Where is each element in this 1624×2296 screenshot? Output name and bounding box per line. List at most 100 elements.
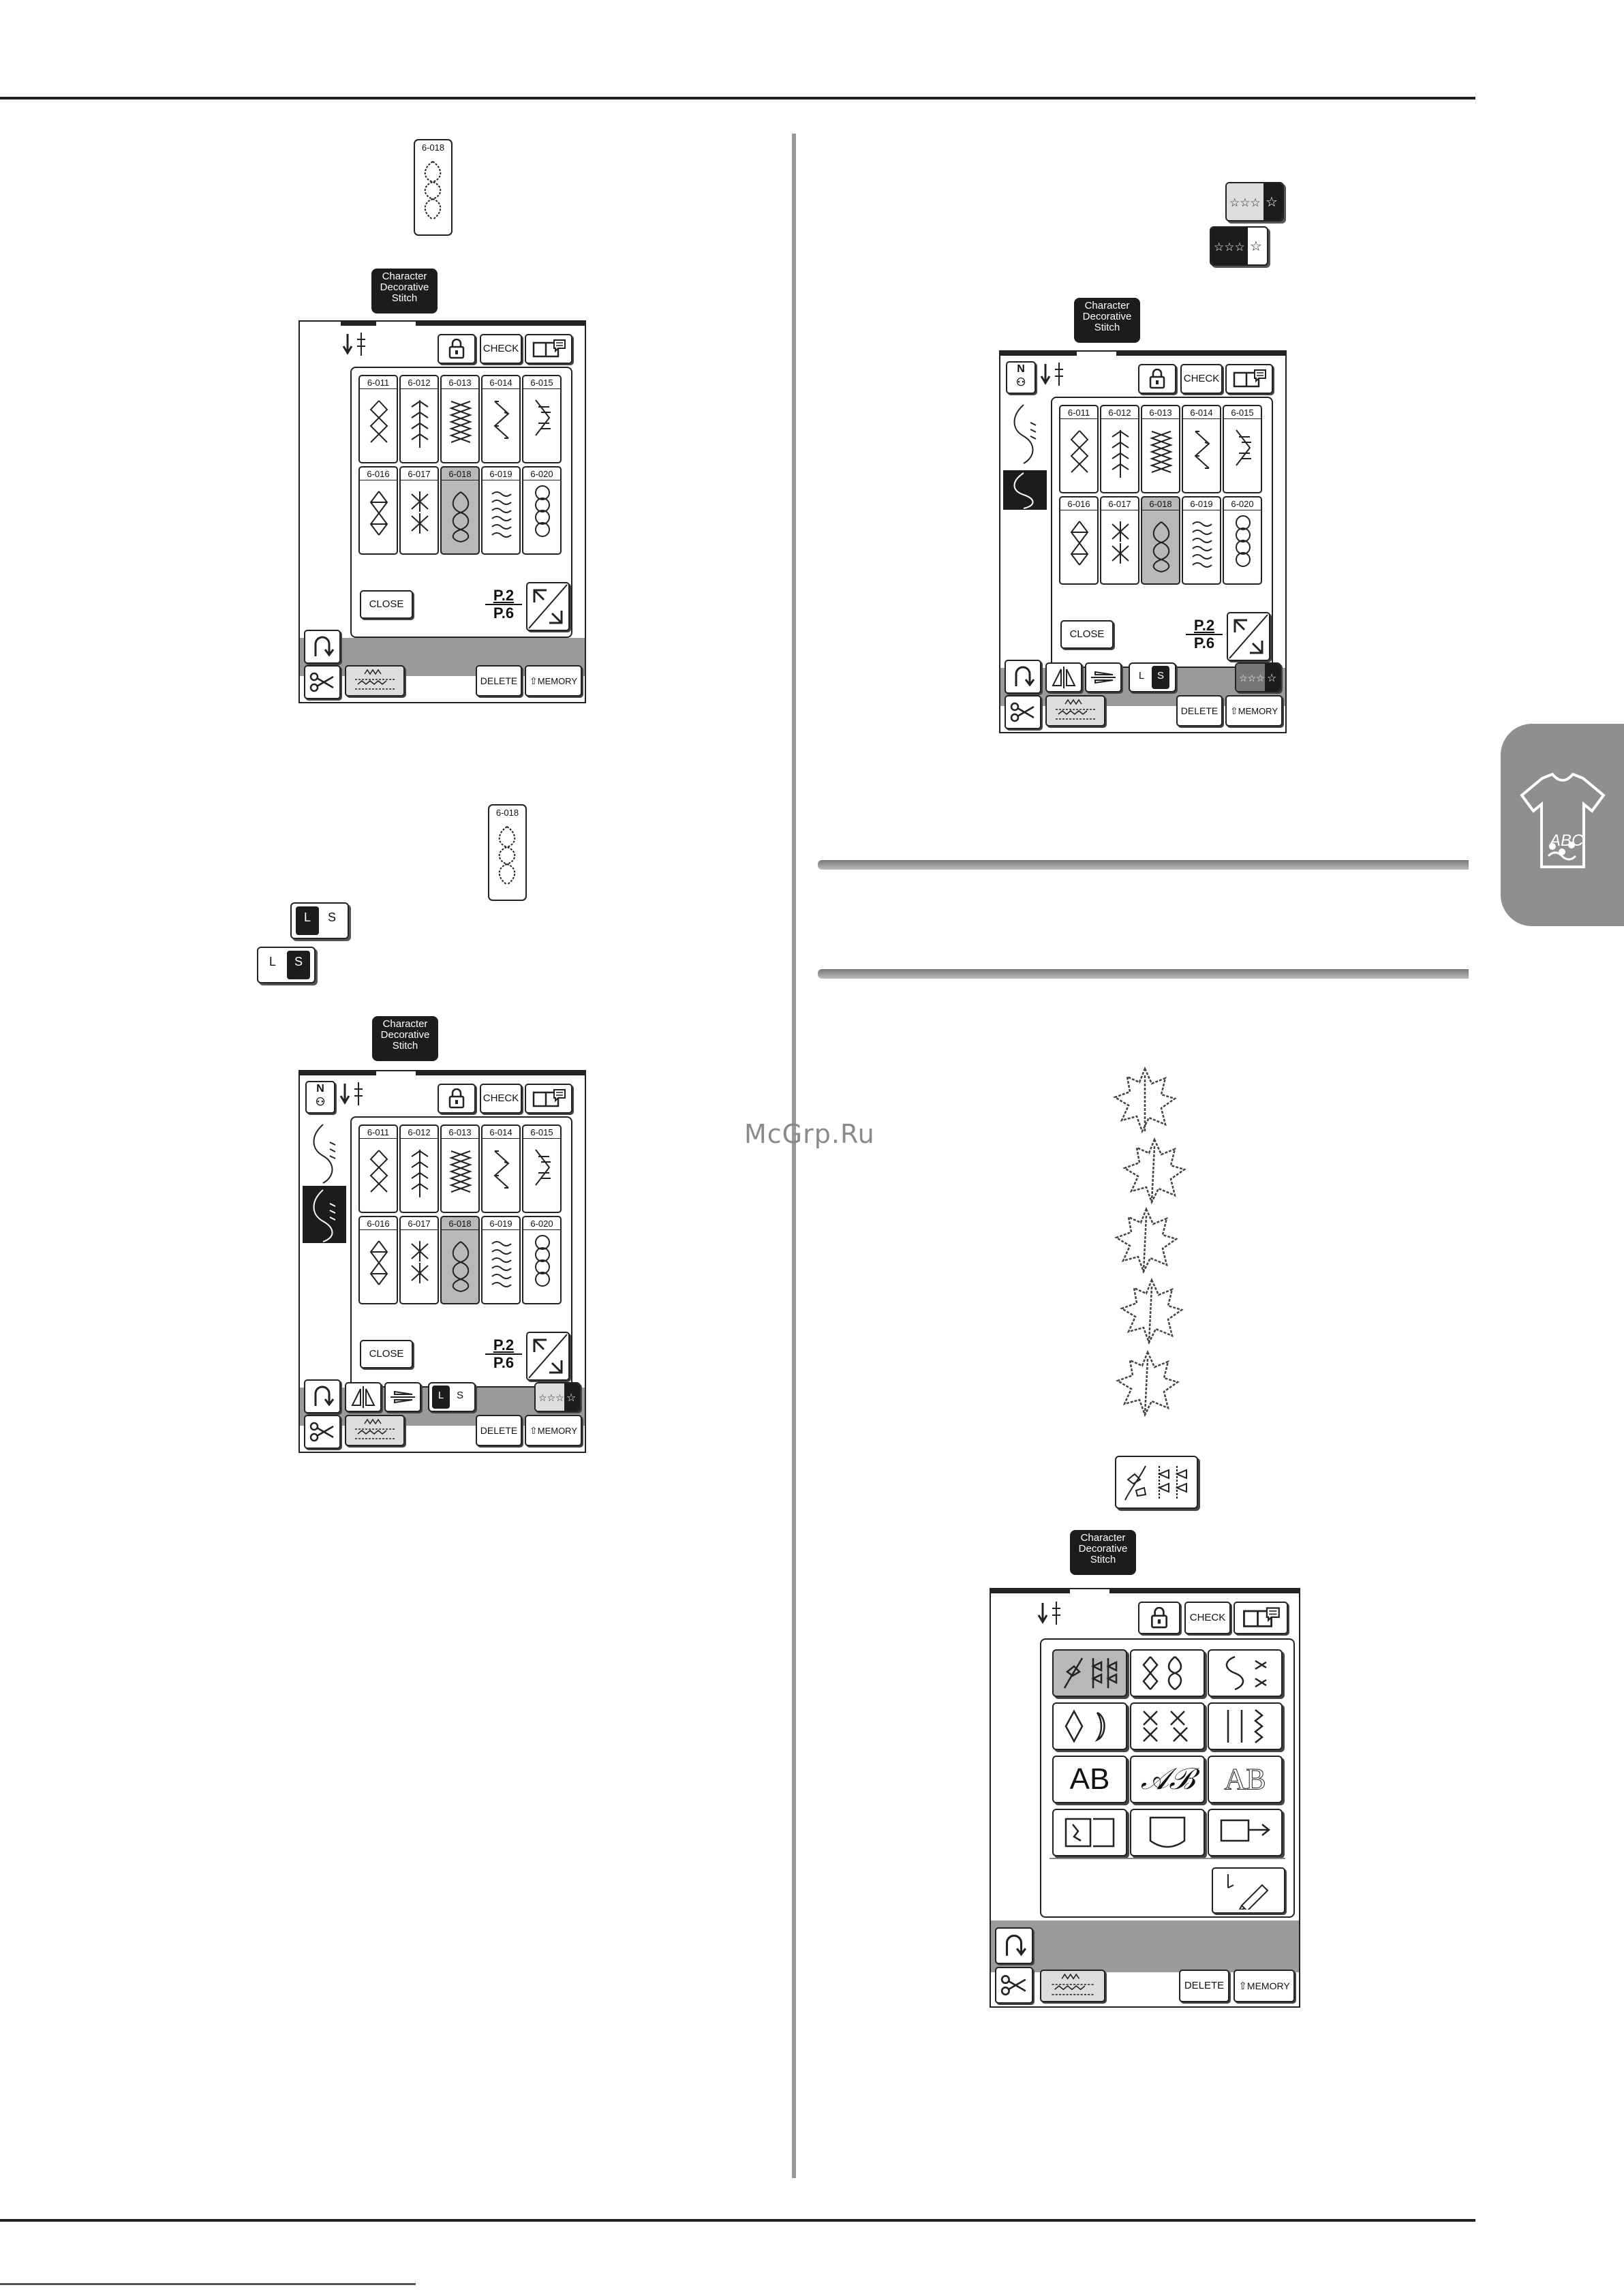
- reverse-button[interactable]: [1005, 660, 1041, 694]
- stitch-cell-6-020[interactable]: 6-020: [1223, 496, 1262, 585]
- stitch-cell-6-019[interactable]: 6-019: [1182, 496, 1221, 585]
- thread-cutter-button[interactable]: [1005, 695, 1041, 729]
- check-button[interactable]: CHECK: [480, 1084, 522, 1114]
- close-button[interactable]: CLOSE: [360, 1340, 413, 1368]
- category-tile-6[interactable]: [1208, 1702, 1283, 1750]
- size-small-selected-button[interactable]: L S: [257, 947, 316, 983]
- memory-button[interactable]: ⇧MEMORY: [525, 665, 582, 697]
- lock-button[interactable]: [1138, 1602, 1180, 1634]
- page-arrows-button[interactable]: [526, 1332, 570, 1381]
- stitch-cell-6-014[interactable]: 6-014: [481, 1124, 521, 1213]
- lock-button[interactable]: [438, 1084, 476, 1114]
- page-arrows-button[interactable]: [1227, 612, 1270, 661]
- stitch-cell-6-019[interactable]: 6-019: [481, 466, 521, 555]
- stitch-cell-6-016[interactable]: 6-016: [358, 466, 398, 555]
- category-tile-1[interactable]: [1052, 1649, 1127, 1697]
- delete-button[interactable]: DELETE: [476, 1415, 522, 1446]
- memory-button[interactable]: ⇧MEMORY: [1225, 695, 1283, 726]
- stitch-cell-6-014[interactable]: 6-014: [481, 375, 521, 463]
- mirror-horizontal-button[interactable]: [345, 1382, 382, 1412]
- thread-cutter-button[interactable]: [995, 1967, 1033, 2004]
- stitch-cell-6-015[interactable]: 6-015: [522, 375, 562, 463]
- stitch-cell-6-013[interactable]: 6-013: [440, 375, 480, 463]
- stitch-preview-button[interactable]: [1045, 695, 1105, 726]
- category-tile-5[interactable]: [1130, 1702, 1205, 1750]
- stitch-preview-button[interactable]: [345, 665, 405, 697]
- stitch-cell-6-015[interactable]: 6-015: [1223, 405, 1262, 493]
- category-tile-10[interactable]: [1052, 1809, 1127, 1856]
- my-custom-stitch-button[interactable]: [1212, 1867, 1285, 1914]
- lock-button[interactable]: [438, 334, 476, 364]
- svg-text:☆: ☆: [566, 1391, 576, 1404]
- stitch-cell-6-011[interactable]: 6-011: [358, 375, 398, 463]
- memory-button[interactable]: ⇧MEMORY: [1234, 1970, 1295, 2002]
- manual-book-button[interactable]: [1234, 1602, 1288, 1634]
- page-scroll-arrows-icon: [528, 584, 568, 629]
- close-button[interactable]: CLOSE: [1060, 620, 1114, 649]
- reverse-button[interactable]: [995, 1927, 1033, 1964]
- size-toggle-button[interactable]: L S: [1129, 662, 1176, 692]
- delete-button[interactable]: DELETE: [1176, 695, 1223, 726]
- stitch-density-icon: ☆☆☆☆: [1236, 664, 1280, 691]
- category-tile-8[interactable]: 𝒜ℬ: [1130, 1756, 1205, 1803]
- manual-book-button[interactable]: [1225, 364, 1273, 394]
- stitch-cell-6-018[interactable]: 6-018: [440, 1216, 480, 1304]
- stitch-preview-button[interactable]: [1040, 1970, 1105, 2002]
- density-button[interactable]: ☆☆☆☆: [534, 1382, 581, 1412]
- check-button[interactable]: CHECK: [480, 334, 522, 364]
- stitch-cell-6-013[interactable]: 6-013: [440, 1124, 480, 1213]
- memory-button[interactable]: ⇧MEMORY: [525, 1415, 582, 1446]
- thread-cutter-button[interactable]: [304, 1415, 341, 1449]
- lock-button[interactable]: [1138, 364, 1176, 394]
- stitch-cell-6-019[interactable]: 6-019: [481, 1216, 521, 1304]
- manual-book-button[interactable]: [525, 334, 572, 364]
- category-tile-3[interactable]: [1208, 1649, 1283, 1697]
- stitch-cell-6-016[interactable]: 6-016: [1059, 496, 1099, 585]
- size-large-selected-button[interactable]: L S: [290, 902, 349, 939]
- stitch-cell-6-014[interactable]: 6-014: [1182, 405, 1221, 493]
- category-tile-4[interactable]: [1052, 1702, 1127, 1750]
- stitch-cell-6-020[interactable]: 6-020: [522, 1216, 562, 1304]
- page-arrows-button[interactable]: [526, 582, 570, 631]
- category-tile-2[interactable]: [1130, 1649, 1205, 1697]
- close-button[interactable]: CLOSE: [360, 590, 413, 619]
- stitch-cell-6-017[interactable]: 6-017: [399, 1216, 439, 1304]
- delete-button[interactable]: DELETE: [476, 665, 522, 697]
- stitch-cell-6-016[interactable]: 6-016: [358, 1216, 398, 1304]
- check-button[interactable]: CHECK: [1184, 1602, 1231, 1634]
- stitch-cell-6-017[interactable]: 6-017: [1100, 496, 1139, 585]
- reverse-button[interactable]: [304, 1379, 341, 1413]
- stitch-cell-6-011[interactable]: 6-011: [358, 1124, 398, 1213]
- stitch-cell-6-017[interactable]: 6-017: [399, 466, 439, 555]
- stitch-cell-6-018[interactable]: 6-018: [440, 466, 480, 555]
- stitch-cell-6-012[interactable]: 6-012: [399, 375, 439, 463]
- leaf-category-button[interactable]: [1115, 1456, 1198, 1509]
- category-tile-7[interactable]: AB: [1052, 1756, 1127, 1803]
- density-high-button[interactable]: ☆☆☆☆: [1225, 182, 1284, 221]
- stitch-preview-button[interactable]: [345, 1415, 405, 1446]
- manual-book-button[interactable]: [525, 1084, 572, 1114]
- thread-cutter-button[interactable]: [304, 665, 341, 699]
- cross-stitch-icon: [449, 401, 472, 443]
- reverse-button[interactable]: [304, 630, 341, 664]
- mirror-vertical-button[interactable]: [384, 1382, 421, 1412]
- category-tile-11[interactable]: [1130, 1809, 1205, 1856]
- mirror-horizontal-button[interactable]: [1045, 662, 1082, 692]
- stitch-cell-6-013[interactable]: 6-013: [1141, 405, 1180, 493]
- size-toggle-button[interactable]: L S: [428, 1382, 476, 1412]
- stitch-cell-6-012[interactable]: 6-012: [1100, 405, 1139, 493]
- density-low-button[interactable]: ☆☆☆☆: [1210, 226, 1268, 266]
- density-button[interactable]: ☆☆☆☆: [1235, 662, 1281, 692]
- stitch-cell-6-015[interactable]: 6-015: [522, 1124, 562, 1213]
- stitch-cell-6-020[interactable]: 6-020: [522, 466, 562, 555]
- stitch-cell-6-018[interactable]: 6-018: [1141, 496, 1180, 585]
- check-button[interactable]: CHECK: [1180, 364, 1223, 394]
- stitch-cell-6-012[interactable]: 6-012: [399, 1124, 439, 1213]
- mirror-vertical-button[interactable]: [1085, 662, 1122, 692]
- delete-button[interactable]: DELETE: [1179, 1970, 1229, 2002]
- category-tile-9[interactable]: AB: [1208, 1756, 1283, 1803]
- chapter-side-tab[interactable]: ABC: [1501, 724, 1624, 926]
- stitch-cell-6-011[interactable]: 6-011: [1059, 405, 1099, 493]
- category-tile-12[interactable]: [1208, 1809, 1283, 1856]
